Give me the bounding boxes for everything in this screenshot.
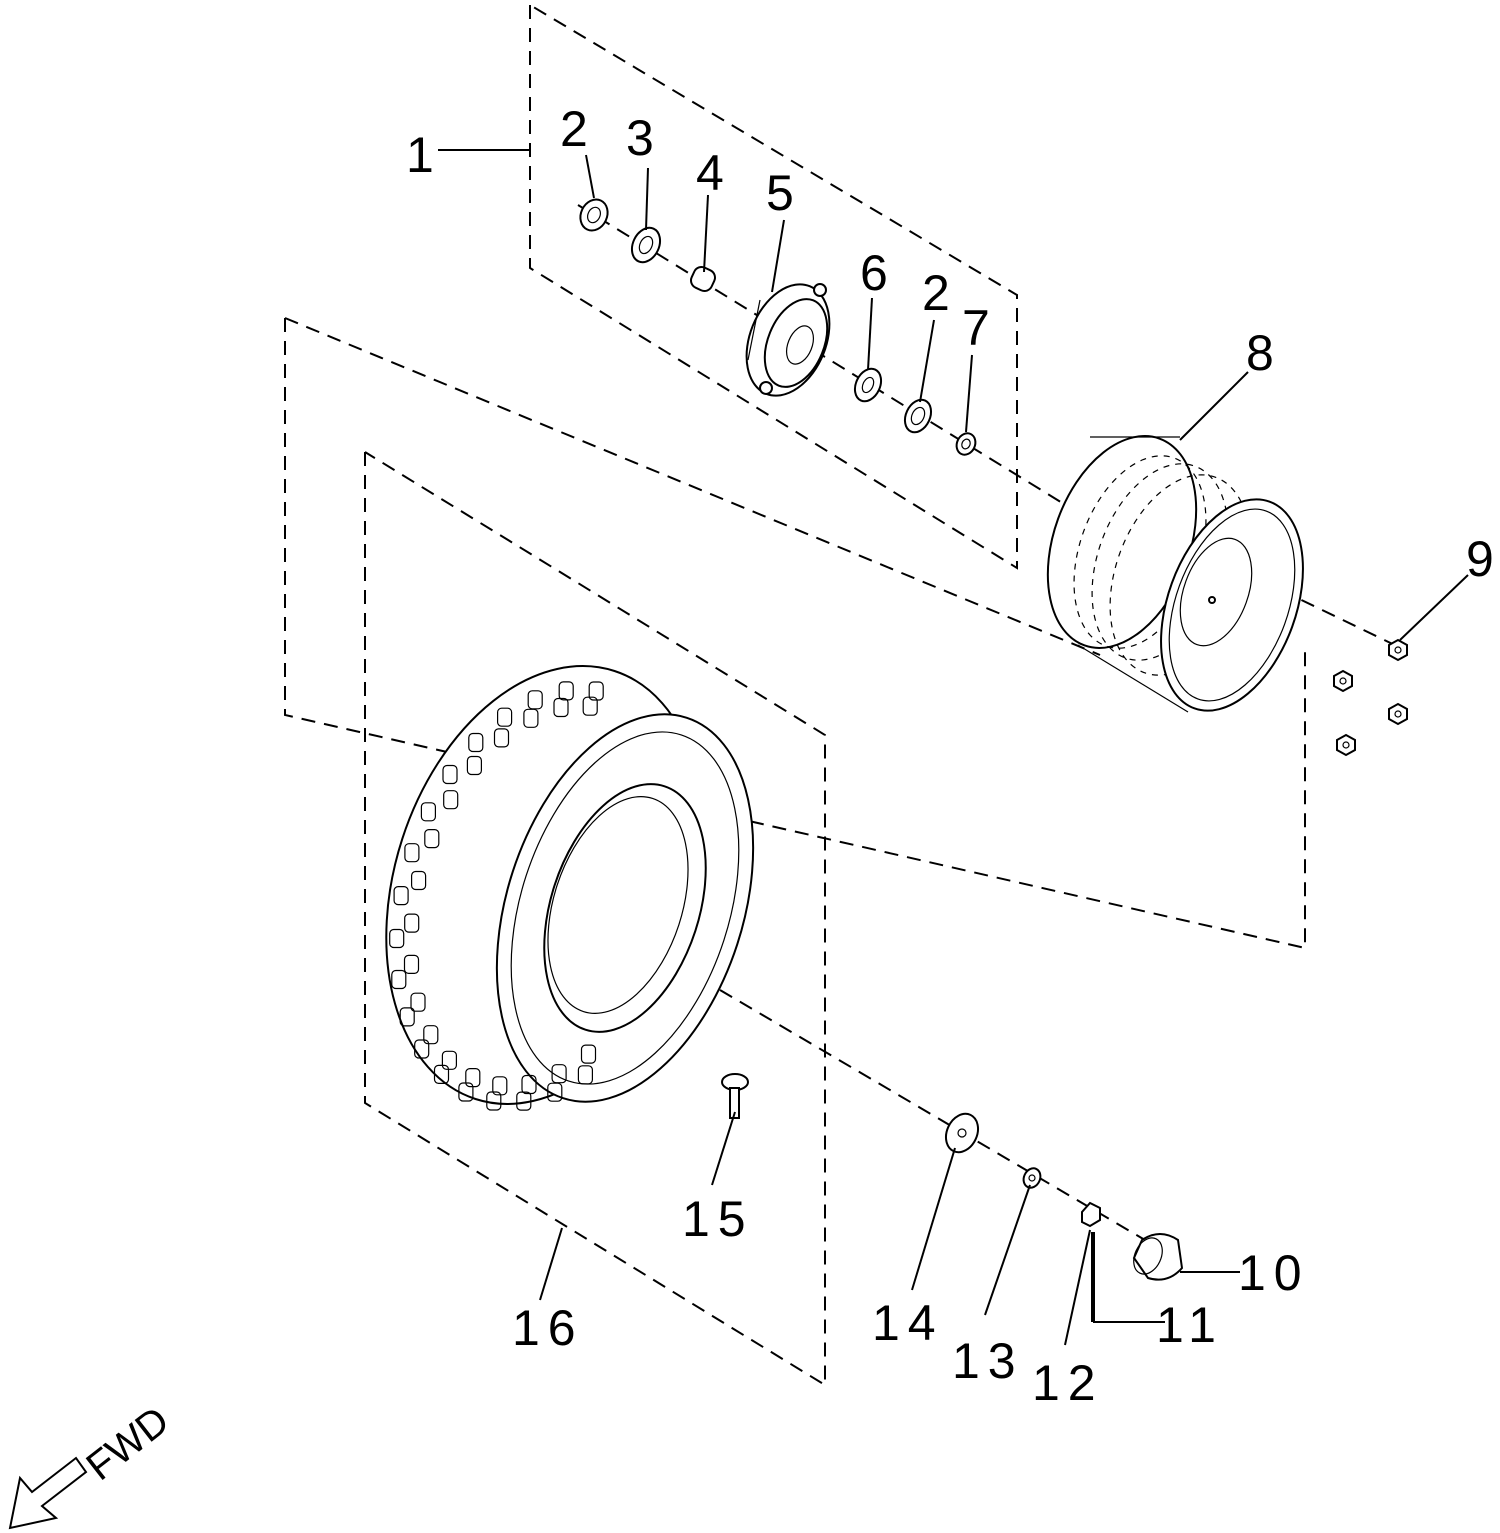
- wheel-hub-part-5: [745, 283, 831, 397]
- tread-block: [466, 755, 482, 776]
- hub-assembly-box: [529, 4, 1018, 570]
- tread-block: [588, 681, 604, 701]
- tread-block: [414, 1039, 430, 1059]
- bearing-part-6: [853, 367, 883, 403]
- tread-block: [523, 708, 539, 728]
- tread-block: [497, 707, 513, 727]
- tread-block: [420, 802, 436, 822]
- label-11: 11: [1156, 1297, 1224, 1353]
- hub-cap-part-10: [1132, 1233, 1184, 1281]
- label-16: 16: [512, 1300, 584, 1356]
- tread-block: [516, 1091, 532, 1111]
- tread-block: [389, 928, 405, 949]
- tread-block: [465, 1067, 481, 1088]
- tread-block: [404, 843, 420, 863]
- tread-block: [492, 1076, 508, 1096]
- collar-part-7: [955, 432, 977, 456]
- valve-stem-part-15: [721, 1073, 749, 1119]
- tread-pattern: [389, 681, 604, 1111]
- tread-block: [493, 728, 510, 748]
- tread-block: [404, 913, 420, 933]
- tread-block: [547, 1082, 563, 1102]
- tread-block: [403, 954, 420, 975]
- tread-block: [558, 681, 574, 701]
- axis-lines: [577, 204, 1406, 1241]
- label-8: 8: [1246, 325, 1274, 381]
- label-6: 6: [860, 245, 888, 301]
- tread-block: [423, 1025, 439, 1045]
- label-10: 10: [1238, 1245, 1310, 1301]
- castle-nut-part-12: [1081, 1201, 1101, 1228]
- label-12: 12: [1032, 1355, 1104, 1411]
- fwd-label: FWD: [78, 1398, 177, 1489]
- label-7: 7: [962, 300, 990, 356]
- tread-block: [399, 1007, 415, 1027]
- tread-block: [582, 696, 598, 716]
- tread-block: [527, 690, 543, 710]
- tread-block: [551, 1064, 567, 1084]
- tread-block: [443, 790, 459, 810]
- tire-part-16: [385, 665, 755, 1111]
- bearing-part-3: [630, 226, 662, 264]
- label-2b: 2: [922, 265, 950, 321]
- oil-seal-part-2b: [903, 398, 933, 434]
- label-2a: 2: [560, 101, 588, 157]
- tread-block: [391, 969, 407, 990]
- label-13: 13: [952, 1333, 1024, 1389]
- label-3: 3: [626, 110, 654, 166]
- label-14: 14: [872, 1295, 944, 1351]
- tread-block: [577, 1065, 594, 1085]
- callout-labels: 1 2 3 4 5 6 2 7 8 9 10 11 12 13 14 15 16: [406, 101, 1494, 1411]
- tread-block: [411, 870, 427, 891]
- tread-block: [521, 1074, 537, 1095]
- tread-block: [393, 885, 409, 906]
- spacer-part-4: [690, 266, 716, 292]
- label-4: 4: [696, 145, 724, 201]
- tread-block: [468, 732, 484, 753]
- washer-part-14: [944, 1112, 980, 1154]
- leader-lines: [438, 149, 1469, 1346]
- forward-arrow-icon: [8, 1456, 88, 1530]
- washer-part-13: [1022, 1167, 1042, 1189]
- label-9: 9: [1466, 531, 1494, 587]
- tread-block: [424, 828, 440, 849]
- tread-block: [553, 697, 569, 718]
- tread-block: [442, 764, 458, 785]
- lug-nuts-part-9: [1333, 638, 1408, 757]
- label-15: 15: [682, 1191, 754, 1247]
- tread-block: [441, 1050, 457, 1070]
- oil-seal-part-2a: [579, 198, 609, 232]
- label-1: 1: [406, 127, 434, 183]
- tread-block: [486, 1091, 502, 1111]
- forward-direction-indicator: FWD: [8, 1398, 177, 1530]
- rim-part-8: [1046, 435, 1304, 713]
- label-5: 5: [766, 165, 794, 221]
- tread-block: [580, 1044, 597, 1064]
- wheel-assembly-box: [284, 317, 1306, 950]
- tread-block: [433, 1064, 450, 1085]
- tread-block: [410, 992, 426, 1012]
